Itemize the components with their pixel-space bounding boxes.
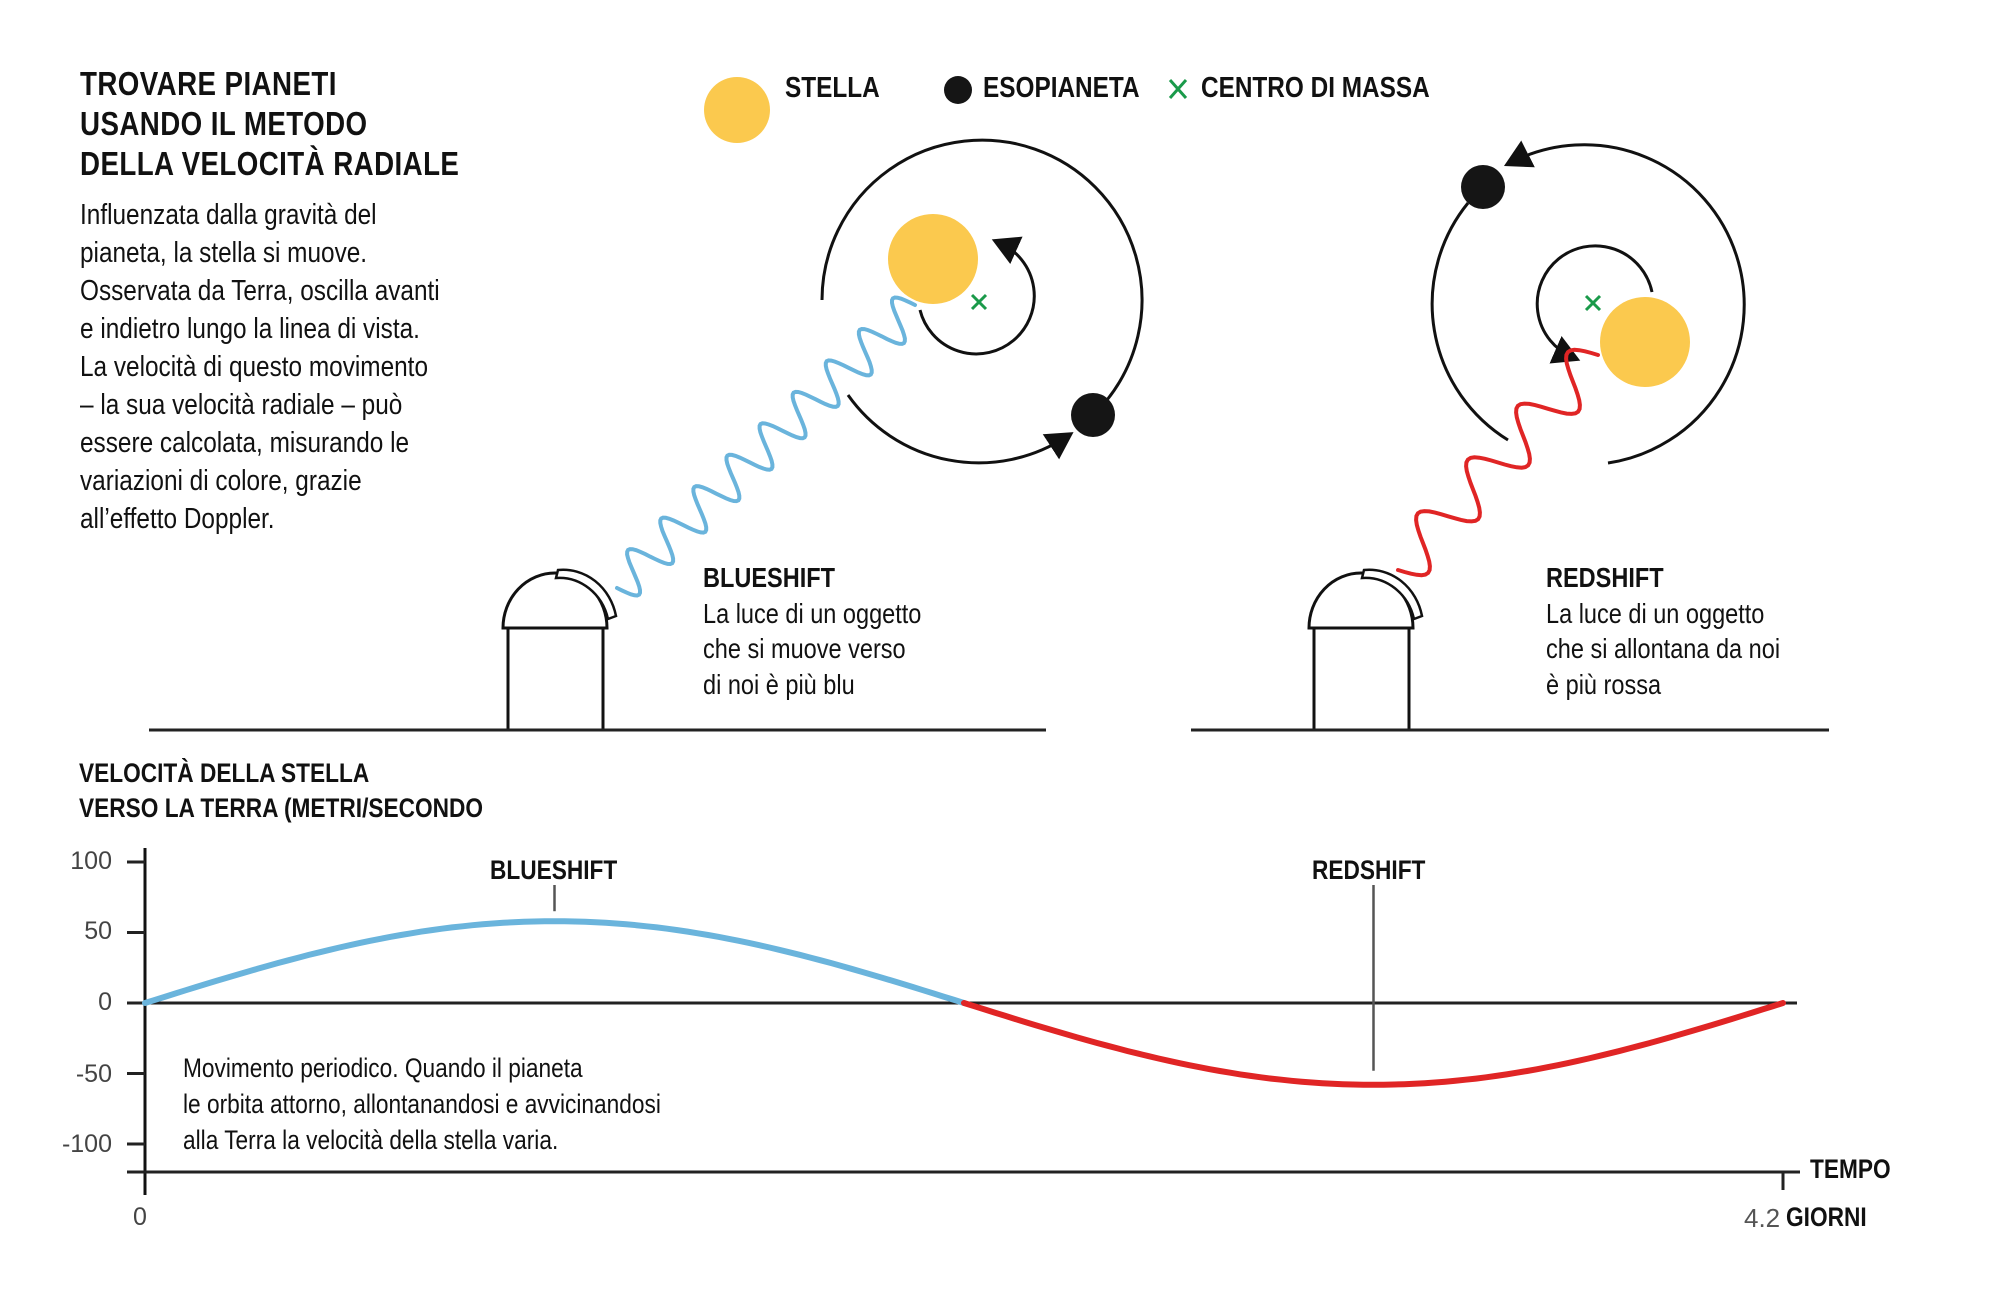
left-observatory-icon: [501, 568, 618, 730]
legend-center-of-mass-icon: [1168, 79, 1188, 99]
intro-line: pianeta, la stella si muove.: [80, 237, 368, 269]
blueshift-caption: BLUESHIFT La luce di un oggetto che si m…: [703, 560, 921, 702]
chart-redshift-label: REDSHIFT: [1312, 855, 1426, 885]
caption-line: La luce di un oggetto: [1546, 597, 1765, 629]
redshift-light-wave: [1396, 347, 1600, 578]
x-axis-label: TEMPO: [1810, 1154, 1891, 1184]
star-icon: [888, 214, 978, 304]
star-icon: [1600, 297, 1690, 387]
center-of-mass-icon: [970, 293, 988, 311]
outer-orbit-left-arc: [1430, 202, 1509, 442]
velocity-curve-redshift: [961, 1000, 1786, 1088]
blueshift-light-wave: [615, 295, 917, 598]
chart-note-line: Movimento periodico. Quando il pianeta: [183, 1053, 583, 1083]
y-tick-label: 0: [98, 988, 112, 1016]
legend-star-icon: [704, 77, 770, 143]
x-tick-label-start: 0: [133, 1203, 147, 1231]
intro-line: essere calcolata, misurando le: [80, 427, 410, 459]
redshift-system: [1396, 140, 1746, 578]
velocity-curve-blueshift: [142, 918, 967, 1006]
y-tick-label: 50: [84, 917, 112, 945]
inner-orbit-arrow-arc: [918, 236, 1036, 356]
chart-title: VELOCITÀ DELLA STELLA VERSO LA TERRA (ME…: [79, 756, 483, 826]
center-of-mass-icon: [1584, 294, 1602, 312]
blueshift-system: [615, 138, 1144, 598]
blueshift-heading: BLUESHIFT: [703, 562, 835, 593]
x-tick-unit: GIORNI: [1786, 1202, 1867, 1232]
caption-line: La luce di un oggetto: [703, 597, 922, 629]
chart-note-line: le orbita attorno, allontanandosi e avvi…: [183, 1089, 661, 1119]
outer-orbit-arc: [820, 138, 1144, 401]
page-title: TROVARE PIANETI USANDO IL METODO DELLA V…: [80, 64, 459, 184]
intro-line: Osservata da Terra, oscilla avanti: [80, 275, 440, 307]
title-line: DELLA VELOCITÀ RADIALE: [80, 145, 460, 182]
intro-line: variazioni di colore, grazie: [80, 465, 362, 497]
intro-line: Influenzata dalla gravità del: [80, 199, 377, 231]
caption-line: che si allontana da noi: [1546, 633, 1781, 664]
caption-line: è più rossa: [1546, 668, 1662, 700]
x-tick-label-end: 4.2: [1744, 1203, 1781, 1233]
redshift-heading: REDSHIFT: [1546, 562, 1664, 593]
planet-icon: [1071, 393, 1115, 437]
chart-title-line: VERSO LA TERRA (METRI/SECONDO: [79, 793, 484, 823]
planet-icon: [1461, 165, 1505, 209]
outer-orbit-arc: [1503, 140, 1746, 465]
chart-note-line: alla Terra la velocità della stella vari…: [183, 1125, 559, 1155]
redshift-caption: REDSHIFT La luce di un oggetto che si al…: [1546, 560, 1780, 702]
title-line: TROVARE PIANETI: [80, 65, 337, 102]
legend-planet-icon: [944, 76, 972, 104]
intro-line: all’effetto Doppler.: [80, 503, 275, 535]
y-tick-label: 100: [70, 847, 112, 875]
caption-line: che si muove verso: [703, 633, 906, 664]
legend-star-label: STELLA: [785, 72, 880, 104]
intro-paragraph: Influenzata dalla gravità del pianeta, l…: [80, 196, 440, 538]
intro-line: – la sua velocità radiale – può: [80, 389, 403, 421]
intro-line: e indietro lungo la linea di vista.: [80, 313, 420, 345]
y-tick-label: -50: [75, 1060, 112, 1088]
y-tick-label: -100: [61, 1130, 112, 1158]
intro-line: La velocità di questo movimento: [80, 351, 429, 383]
chart-blueshift-label: BLUESHIFT: [490, 855, 618, 885]
outer-orbit-arrow-arc: [846, 394, 1074, 465]
title-line: USANDO IL METODO: [80, 105, 368, 142]
chart-note: Movimento periodico. Quando il pianeta l…: [183, 1050, 661, 1158]
velocity-chart: [127, 848, 1800, 1195]
chart-title-line: VELOCITÀ DELLA STELLA: [79, 758, 370, 788]
legend-planet-label: ESOPIANETA: [983, 72, 1140, 104]
inner-orbit-arrow-arc: [1535, 244, 1654, 364]
legend-center-of-mass-label: CENTRO DI MASSA: [1201, 72, 1430, 104]
right-observatory-icon: [1307, 568, 1424, 730]
caption-line: di noi è più blu: [703, 668, 855, 700]
